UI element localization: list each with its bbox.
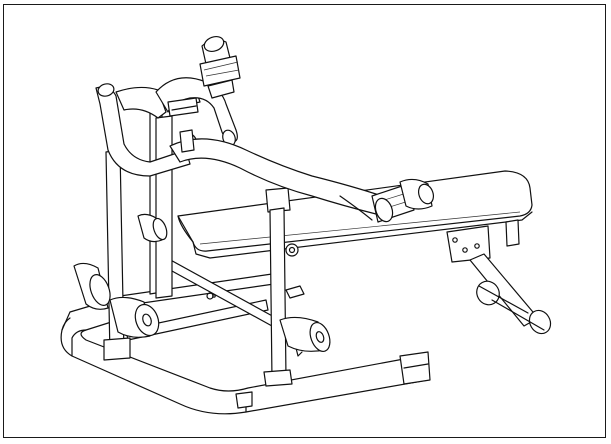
base-frame [60,295,431,415]
lower-roller-front-pair [137,213,331,353]
lower-roller-left-pair [73,262,160,338]
bench-seat-pad [177,170,533,259]
handlebar-support-bracket [167,97,199,153]
front-upright-post [263,187,305,387]
top-pivot-collar [199,35,241,99]
bench-rear-bracket [446,219,552,335]
right-pivot-collar [371,178,435,223]
